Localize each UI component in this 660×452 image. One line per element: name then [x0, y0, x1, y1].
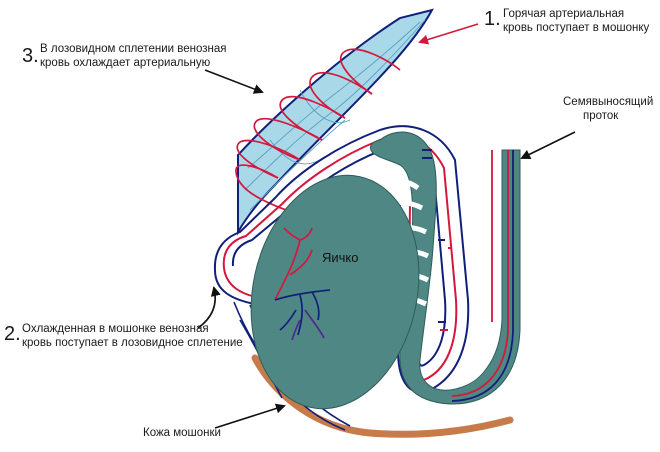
epididymis-vessel-ticks — [422, 149, 452, 331]
pointer-scrotum-skin — [214, 403, 286, 429]
label-hot-blood-line1: Горячая артериальная — [503, 8, 624, 20]
label-vas-deferens-line1: Семявыносящий — [563, 96, 653, 108]
pointer-cooled-blood — [197, 286, 221, 329]
label-cooled-blood-line2: кровь поступает в лозовидное сплетение — [22, 337, 243, 349]
testis-shape — [250, 174, 420, 410]
label-hot-blood-number: 1. — [484, 8, 501, 30]
label-plexus-number: 3. — [22, 45, 39, 67]
deep-vessel-branches — [291, 309, 325, 341]
label-cooled-blood-line1: Охлажденная в мошонке венозная — [22, 323, 209, 335]
vas-deferens-vessels — [451, 150, 514, 402]
pointer-vas-deferens — [520, 131, 576, 159]
plexus-network — [244, 19, 426, 211]
label-plexus-line2: кровь охлаждает артериальную — [40, 57, 211, 69]
label-scrotum-skin: Кожа мошонки — [143, 427, 221, 439]
testicular-artery-branches — [274, 227, 313, 301]
testicular-vein-branches — [274, 289, 331, 336]
label-cooled-blood-number: 2. — [4, 323, 21, 345]
label-plexus-line1: В лозовидном сплетении венозная — [40, 43, 226, 55]
label-testis: Яичко — [322, 250, 359, 265]
pointer-plexus — [204, 69, 264, 94]
epididymis-shape — [369, 131, 521, 405]
label-vas-deferens-line2: проток — [583, 110, 619, 122]
pointer-hot-blood — [418, 23, 479, 45]
artery-coil — [235, 48, 401, 216]
label-hot-blood-line2: кровь поступает в мошонку — [503, 22, 649, 34]
